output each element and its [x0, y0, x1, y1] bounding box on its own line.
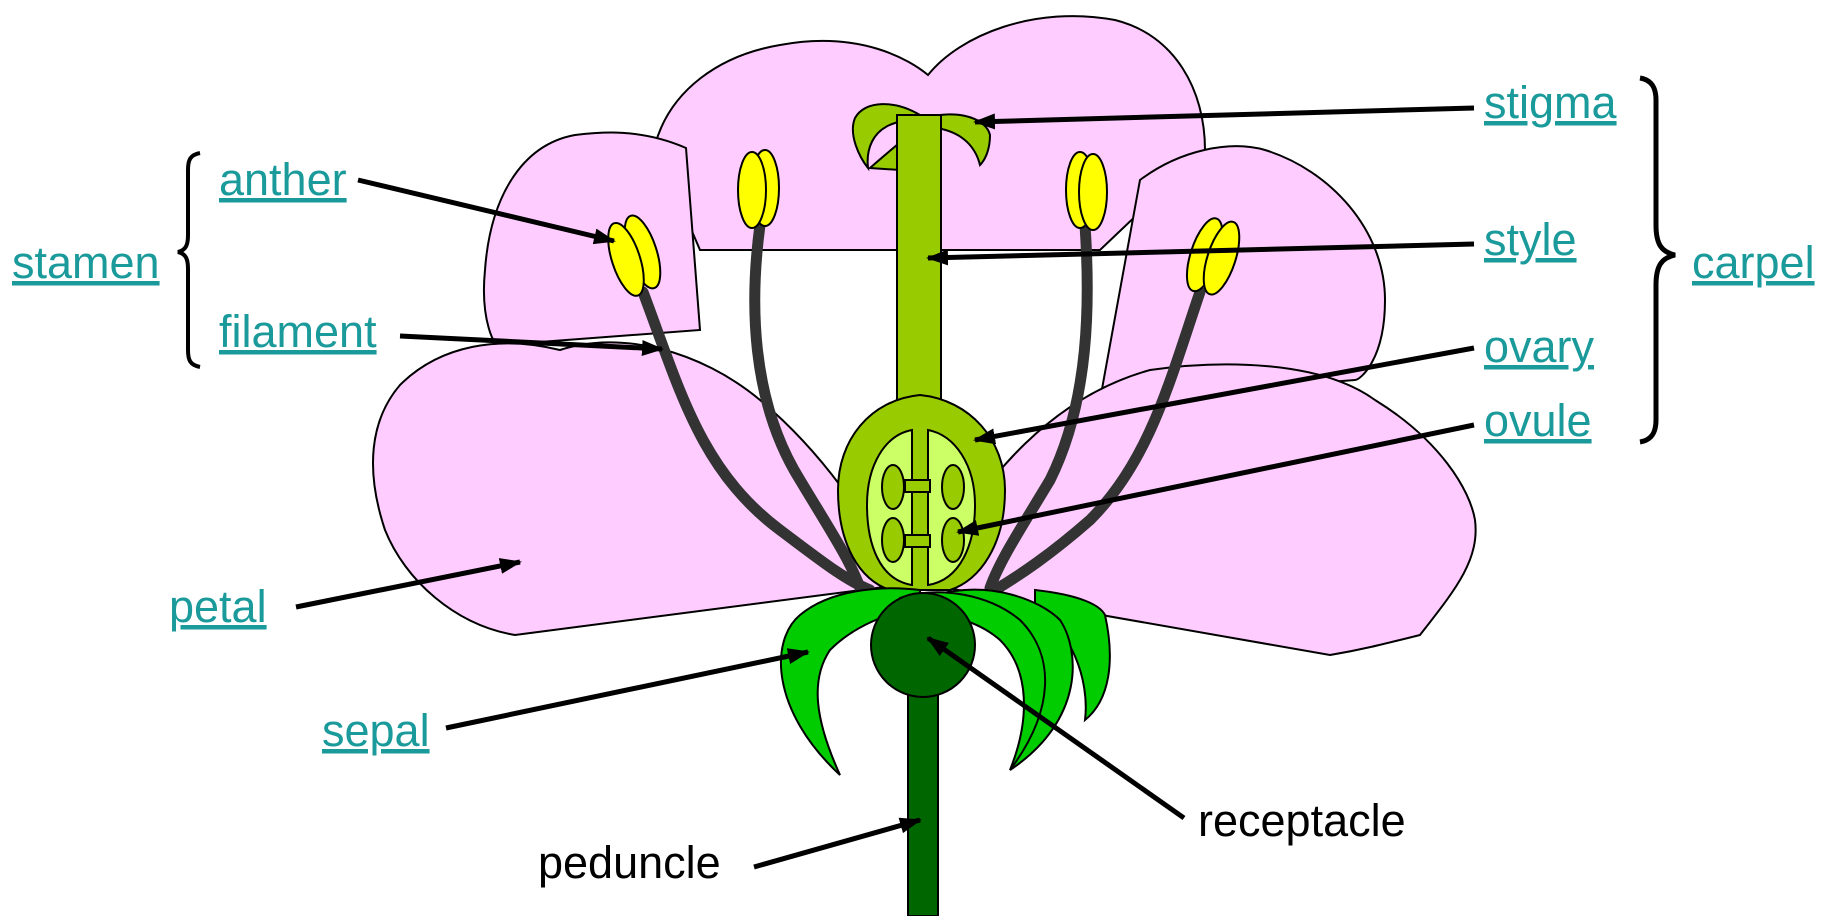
label-stamen[interactable]: stamen — [12, 237, 160, 288]
petal-left — [373, 342, 900, 635]
label-sepal[interactable]: sepal — [322, 705, 430, 756]
petal-back-right — [1100, 146, 1385, 400]
label-filament[interactable]: filament — [219, 306, 377, 357]
label-style[interactable]: style — [1484, 214, 1577, 265]
anther-left-inner — [738, 150, 779, 228]
label-ovary[interactable]: ovary — [1484, 321, 1595, 372]
label-carpel[interactable]: carpel — [1692, 237, 1815, 288]
label-ovule[interactable]: ovule — [1484, 395, 1592, 446]
style-shape — [897, 115, 941, 415]
pointer-peduncle — [754, 820, 920, 867]
anther-right-inner — [1066, 152, 1107, 230]
ovule-3 — [942, 465, 964, 509]
pointer-sepal — [446, 652, 808, 728]
carpel-brace — [1640, 78, 1675, 442]
receptacle-shape — [871, 593, 975, 697]
ovule-2 — [882, 518, 904, 562]
ovary-group — [838, 395, 1005, 590]
petal-back-left — [484, 133, 700, 346]
ovule-4 — [942, 518, 964, 562]
label-receptacle: receptacle — [1198, 795, 1406, 846]
label-anther[interactable]: anther — [219, 154, 347, 205]
stamen-brace — [178, 153, 200, 367]
label-stigma[interactable]: stigma — [1484, 77, 1618, 128]
label-petal[interactable]: petal — [169, 581, 267, 632]
ovule-1 — [882, 465, 904, 509]
label-peduncle: peduncle — [538, 837, 721, 888]
peduncle-shape — [908, 680, 938, 916]
